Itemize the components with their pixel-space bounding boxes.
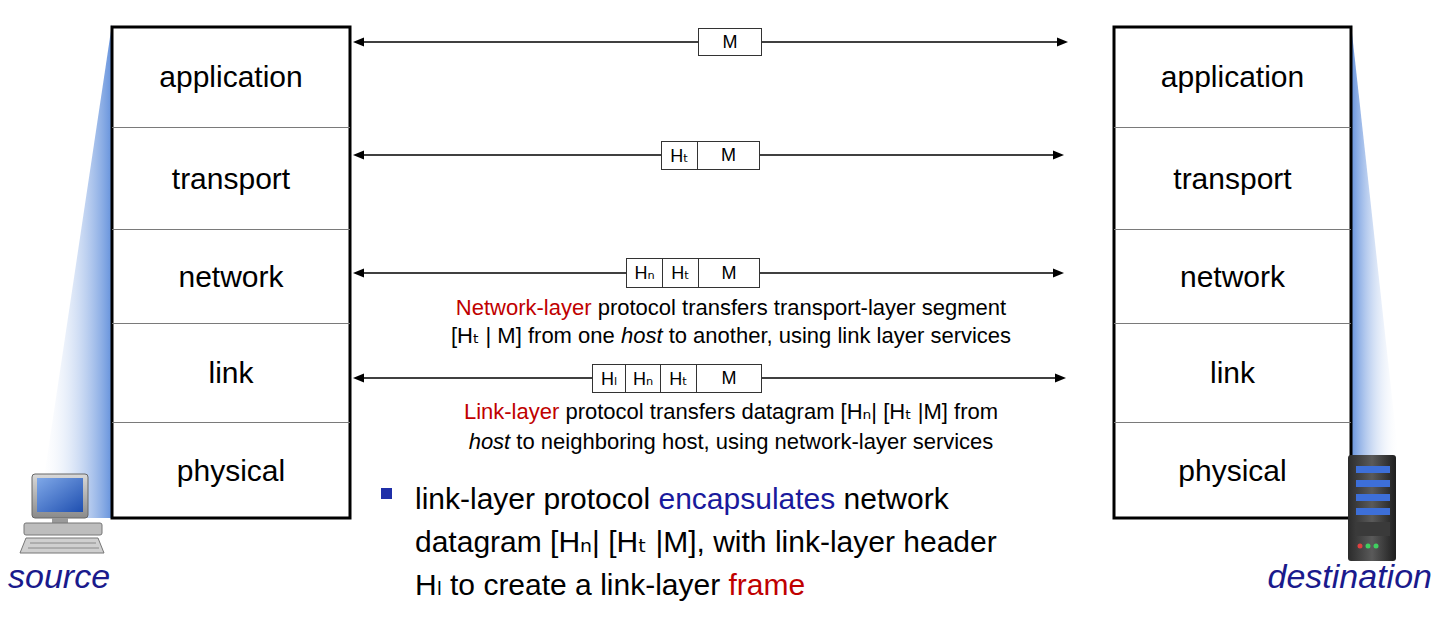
header-field: Hₙ <box>634 262 654 284</box>
arrow-head <box>1057 38 1068 47</box>
layer-box: transport <box>1114 128 1351 230</box>
layer-caption: Network-layer protocol transfers transpo… <box>380 294 1082 350</box>
header-cell: Hₜ <box>660 364 697 393</box>
header-field: Hₙ <box>633 368 653 390</box>
header-cell: M <box>696 364 762 393</box>
layer-box: transport <box>112 128 350 230</box>
layer-name: network <box>1180 260 1285 294</box>
header-field: M <box>722 263 737 284</box>
arrow-head <box>353 151 364 160</box>
bullet-square <box>381 488 392 499</box>
layer-box: network <box>1114 230 1351 324</box>
host-label: source <box>8 556 110 596</box>
protocol-stack <box>1114 27 1351 518</box>
header-cell: Hₜ <box>661 141 698 170</box>
layer-name: transport <box>172 162 290 196</box>
host-label: destination <box>1268 556 1432 596</box>
arrow-head <box>353 38 364 47</box>
header-field: M <box>722 368 737 389</box>
layer-name: physical <box>1178 454 1286 488</box>
header-cell: M <box>697 141 760 170</box>
header-cell: M <box>698 258 760 288</box>
computer-icon <box>20 474 104 553</box>
arrow-head <box>1055 374 1066 383</box>
arrow-head <box>1053 151 1064 160</box>
arrow-head <box>353 269 364 278</box>
layer-box: application <box>1114 27 1351 128</box>
header-cell: Hₗ <box>592 364 626 393</box>
header-field: Hₜ <box>669 368 687 390</box>
bullet-text: link-layer protocol encapsulates network… <box>415 477 997 606</box>
layer-box: physical <box>112 423 350 518</box>
header-cell: Hₙ <box>626 258 663 288</box>
layer-name: physical <box>177 454 285 488</box>
header-field: Hₜ <box>670 145 688 167</box>
layer-name: link <box>1210 356 1255 390</box>
layer-box: link <box>112 324 350 423</box>
header-cell: Hₜ <box>662 258 699 288</box>
header-field: Hₜ <box>671 262 689 284</box>
layer-box: application <box>112 27 350 128</box>
arrow-head <box>1053 269 1064 278</box>
layer-name: application <box>159 60 302 94</box>
header-cell: Hₙ <box>625 364 661 393</box>
layer-box: link <box>1114 324 1351 423</box>
header-field: Hₗ <box>601 368 617 390</box>
layer-box: physical <box>1114 423 1351 518</box>
header-field: M <box>721 145 736 166</box>
stack-shading <box>1351 24 1400 518</box>
layer-name: transport <box>1173 162 1291 196</box>
layer-box: network <box>112 230 350 324</box>
protocol-stack <box>112 27 350 518</box>
layer-name: application <box>1161 60 1304 94</box>
server-icon <box>1348 455 1396 561</box>
layer-name: link <box>208 356 253 390</box>
stack-shading <box>38 24 112 518</box>
header-cell: M <box>698 28 762 56</box>
arrow-head <box>353 374 364 383</box>
layer-caption: Link-layer protocol transfers datagram [… <box>380 397 1082 457</box>
layer-name: network <box>178 260 283 294</box>
header-field: M <box>723 32 738 53</box>
